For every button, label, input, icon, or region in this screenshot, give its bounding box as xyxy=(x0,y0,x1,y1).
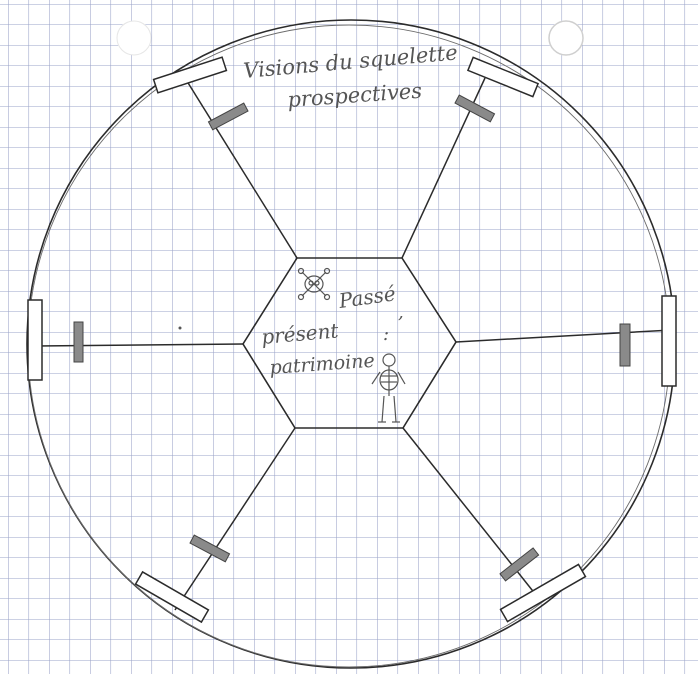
rim-tab-right xyxy=(662,296,676,386)
pencil-dot xyxy=(179,327,182,330)
punch-hole-icon xyxy=(549,21,583,55)
spoke-marker-left xyxy=(74,322,83,362)
rim-tab-left xyxy=(28,300,42,380)
center-colon: : xyxy=(383,324,389,345)
center-punctuation: , xyxy=(398,302,404,323)
spoke-marker-right xyxy=(620,324,630,366)
punch-hole-icon xyxy=(117,21,151,55)
